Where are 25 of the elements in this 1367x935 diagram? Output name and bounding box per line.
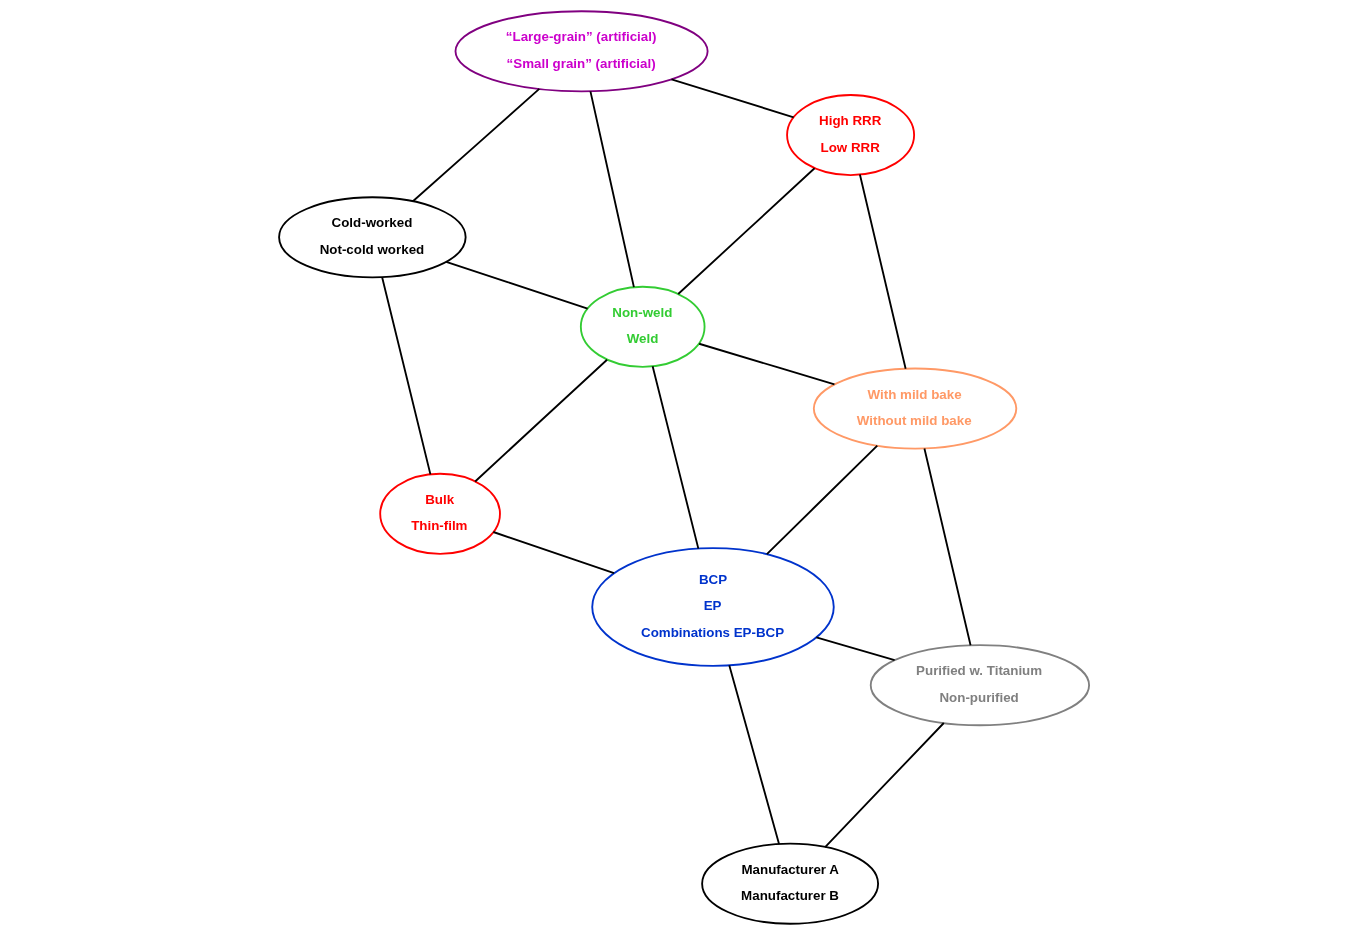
connector: [697, 342, 835, 386]
connector: [670, 78, 795, 119]
connector: [444, 260, 588, 310]
connector: [727, 664, 780, 845]
node-ellipse: With mild bake Without mild bake: [812, 367, 1017, 450]
connector: [858, 173, 907, 370]
node-ellipse: “Large-grain” (artificial) “Small grain” (artificial): [454, 10, 709, 93]
connector: [411, 87, 540, 203]
connector: [651, 365, 699, 550]
connector: [676, 167, 815, 295]
connector: [823, 722, 945, 848]
connector: [923, 447, 971, 647]
connector: [380, 276, 431, 476]
node-ellipse: High RRR Low RRR: [785, 94, 915, 176]
node-ellipse: Manufacturer A Manufacturer B: [700, 842, 879, 925]
node-ellipse: BCP EP Combinations EP-BCP: [590, 547, 835, 667]
connector: [765, 444, 878, 555]
node-ellipse: Purified w. Titanium Non-purified: [869, 644, 1090, 727]
node-ellipse: Bulk Thin-film: [378, 472, 501, 555]
node-ellipse: Cold-worked Not-cold worked: [277, 196, 467, 279]
connector: [814, 636, 896, 662]
connector: [473, 358, 608, 483]
connector: [491, 531, 615, 575]
node-ellipse: Non-weld Weld: [579, 285, 705, 368]
connector: [589, 90, 635, 289]
